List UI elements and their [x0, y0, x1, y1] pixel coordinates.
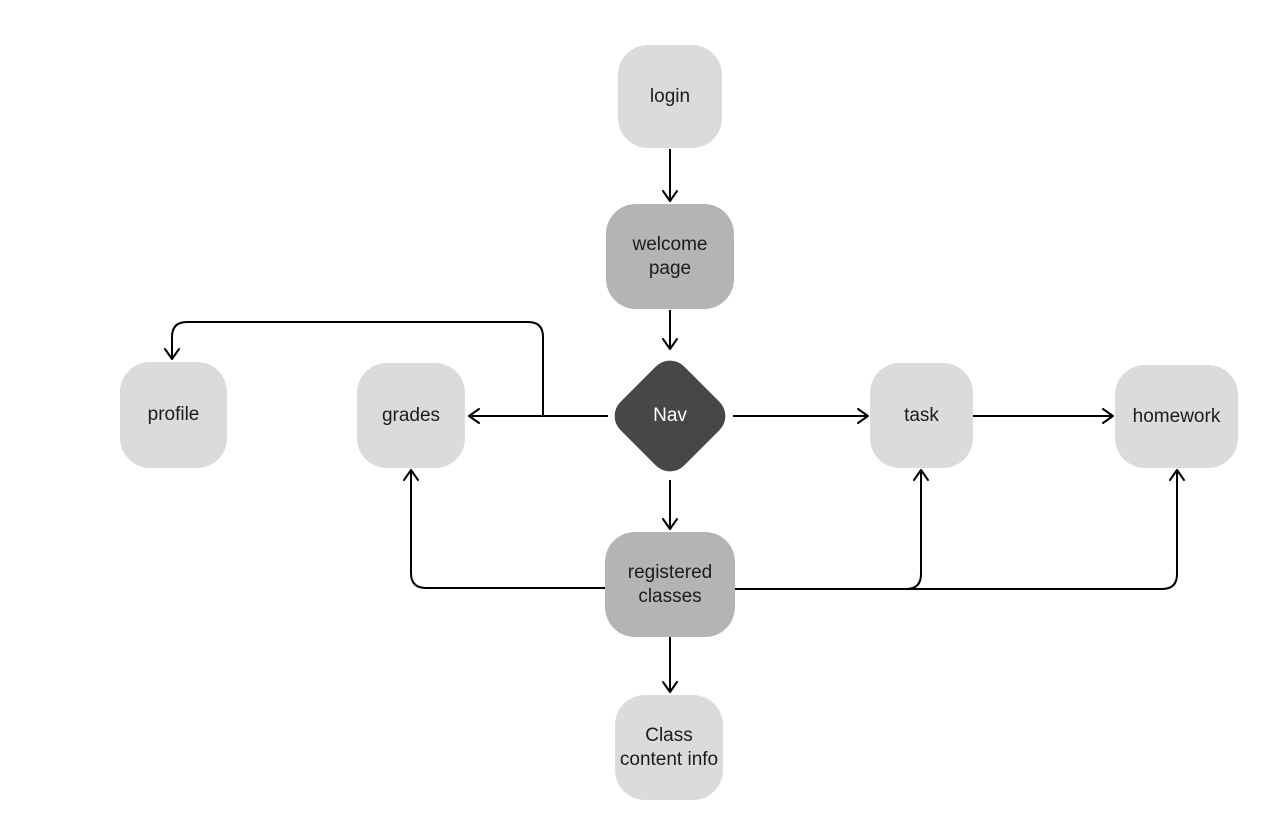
node-grades-label: grades: [381, 404, 441, 426]
node-login-label: login: [649, 85, 691, 107]
node-grades[interactable]: grades: [357, 363, 465, 468]
node-nav[interactable]: Nav: [606, 352, 734, 480]
node-nav-label: Nav: [653, 405, 687, 426]
node-welcome-page-label: welcome page: [632, 233, 708, 279]
edge-nav-profile: [164, 321, 544, 416]
node-homework[interactable]: homework: [1115, 365, 1238, 468]
node-profile[interactable]: profile: [120, 362, 227, 468]
node-welcome-page[interactable]: welcome page: [606, 204, 734, 309]
node-login[interactable]: login: [618, 45, 722, 148]
node-class-content-info[interactable]: Class content info: [615, 695, 723, 800]
node-class-content-info-label: Class content info: [619, 724, 719, 770]
edge-registered-classes-grades: [403, 469, 605, 589]
node-profile-label: profile: [147, 404, 200, 425]
edge-registered-classes-homework: [735, 469, 1185, 590]
node-registered-classes-label: registered classes: [627, 561, 713, 607]
node-task-label: task: [904, 404, 939, 426]
edge-registered-classes-task: [735, 469, 929, 590]
node-homework-label: homework: [1132, 405, 1221, 427]
node-registered-classes[interactable]: registered classes: [605, 532, 735, 637]
node-task[interactable]: task: [870, 363, 973, 468]
